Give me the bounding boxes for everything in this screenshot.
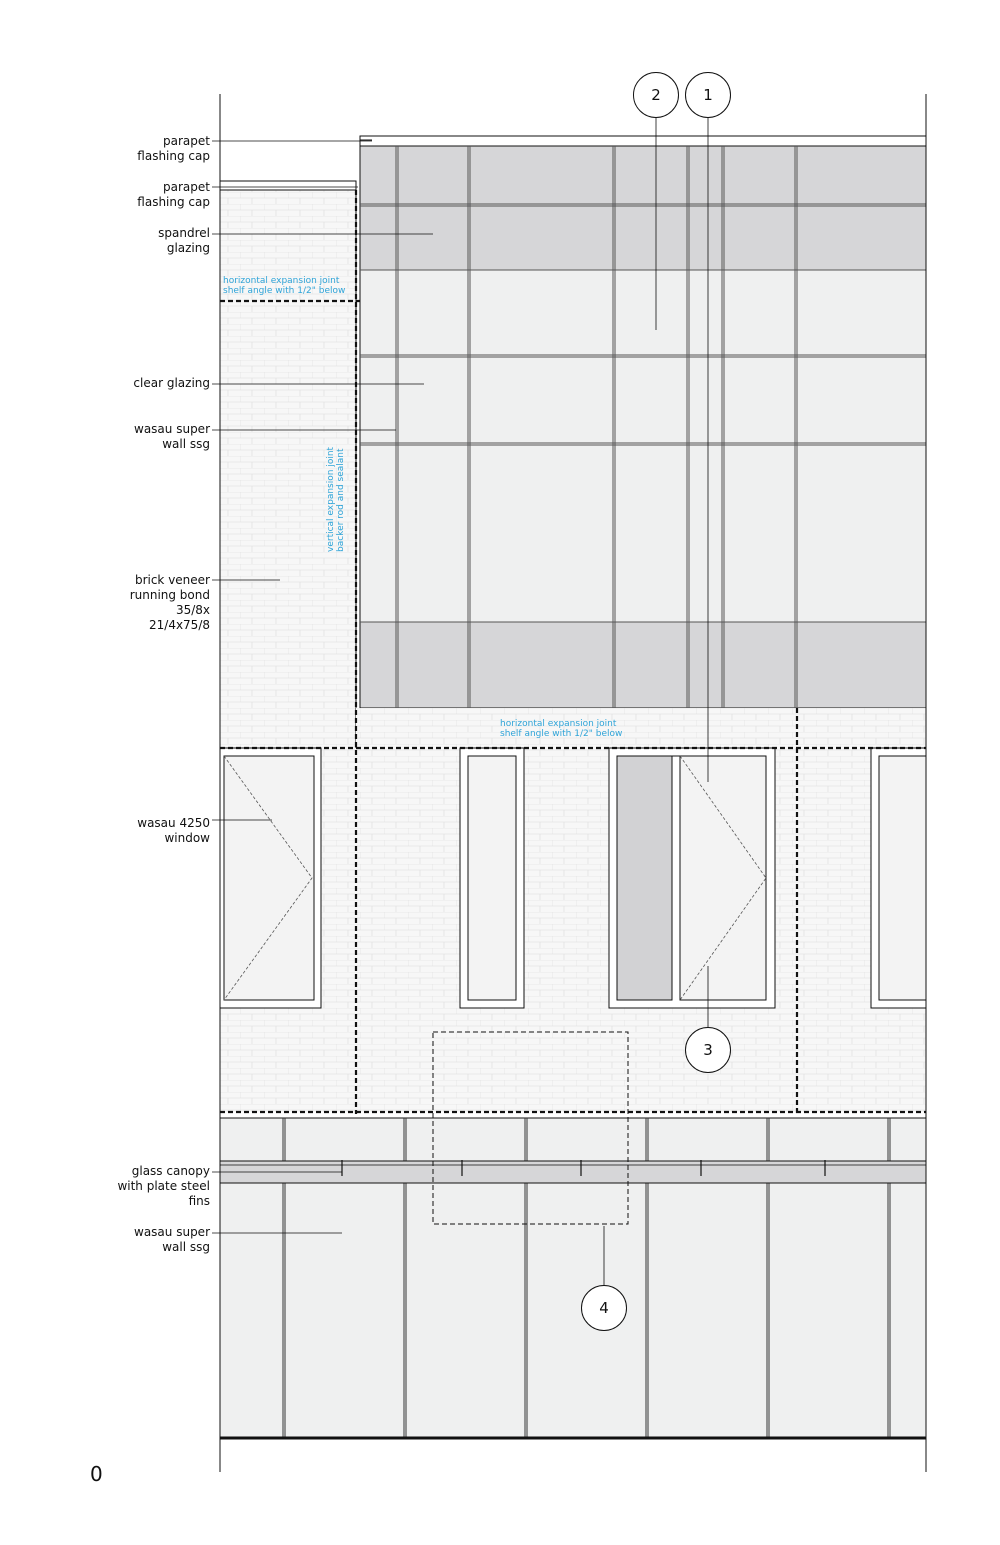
label-canopy: glass canopy with plate steel fins [117, 1164, 210, 1208]
expansion-joints [220, 190, 926, 1114]
parapet-cap [359, 135, 927, 147]
window-left [219, 747, 322, 1009]
label-window: wasau 4250 window [137, 816, 210, 845]
detail-tag-2: 2 [633, 72, 679, 118]
window-narrow [459, 747, 525, 1009]
detail-tag-3: 3 [685, 1027, 731, 1073]
page-number: 0 [90, 1462, 103, 1486]
note-horizontal-joint-upper: horizontal expansion joint shelf angle w… [223, 276, 346, 296]
curtain-wall-upper [359, 145, 927, 709]
brick-field-middle [220, 708, 926, 1112]
note-horizontal-joint-mid: horizontal expansion joint shelf angle w… [500, 719, 623, 739]
label-brick: brick veneer running bond 35/8x 21/4x75/… [129, 573, 210, 632]
label-wall-ssg-lower: wasau super wall ssg [134, 1225, 210, 1254]
label-spandrel: spandrel glazing [158, 226, 210, 255]
detail-callout-box [432, 1031, 629, 1225]
label-parapet-upper: parapet flashing cap [137, 134, 210, 163]
label-parapet-lower: parapet flashing cap [137, 180, 210, 209]
label-clear-glazing: clear glazing [133, 376, 210, 390]
window-center [608, 747, 776, 1009]
glass-canopy [219, 1160, 927, 1184]
label-wall-ssg-upper: wasau super wall ssg [134, 422, 210, 451]
detail-tag-4: 4 [581, 1285, 627, 1331]
detail-tag-1: 1 [685, 72, 731, 118]
window-right [870, 747, 927, 1009]
note-vertical-joint: vertical expansion joint backer rod and … [326, 446, 346, 552]
leader-lines [212, 117, 709, 1286]
